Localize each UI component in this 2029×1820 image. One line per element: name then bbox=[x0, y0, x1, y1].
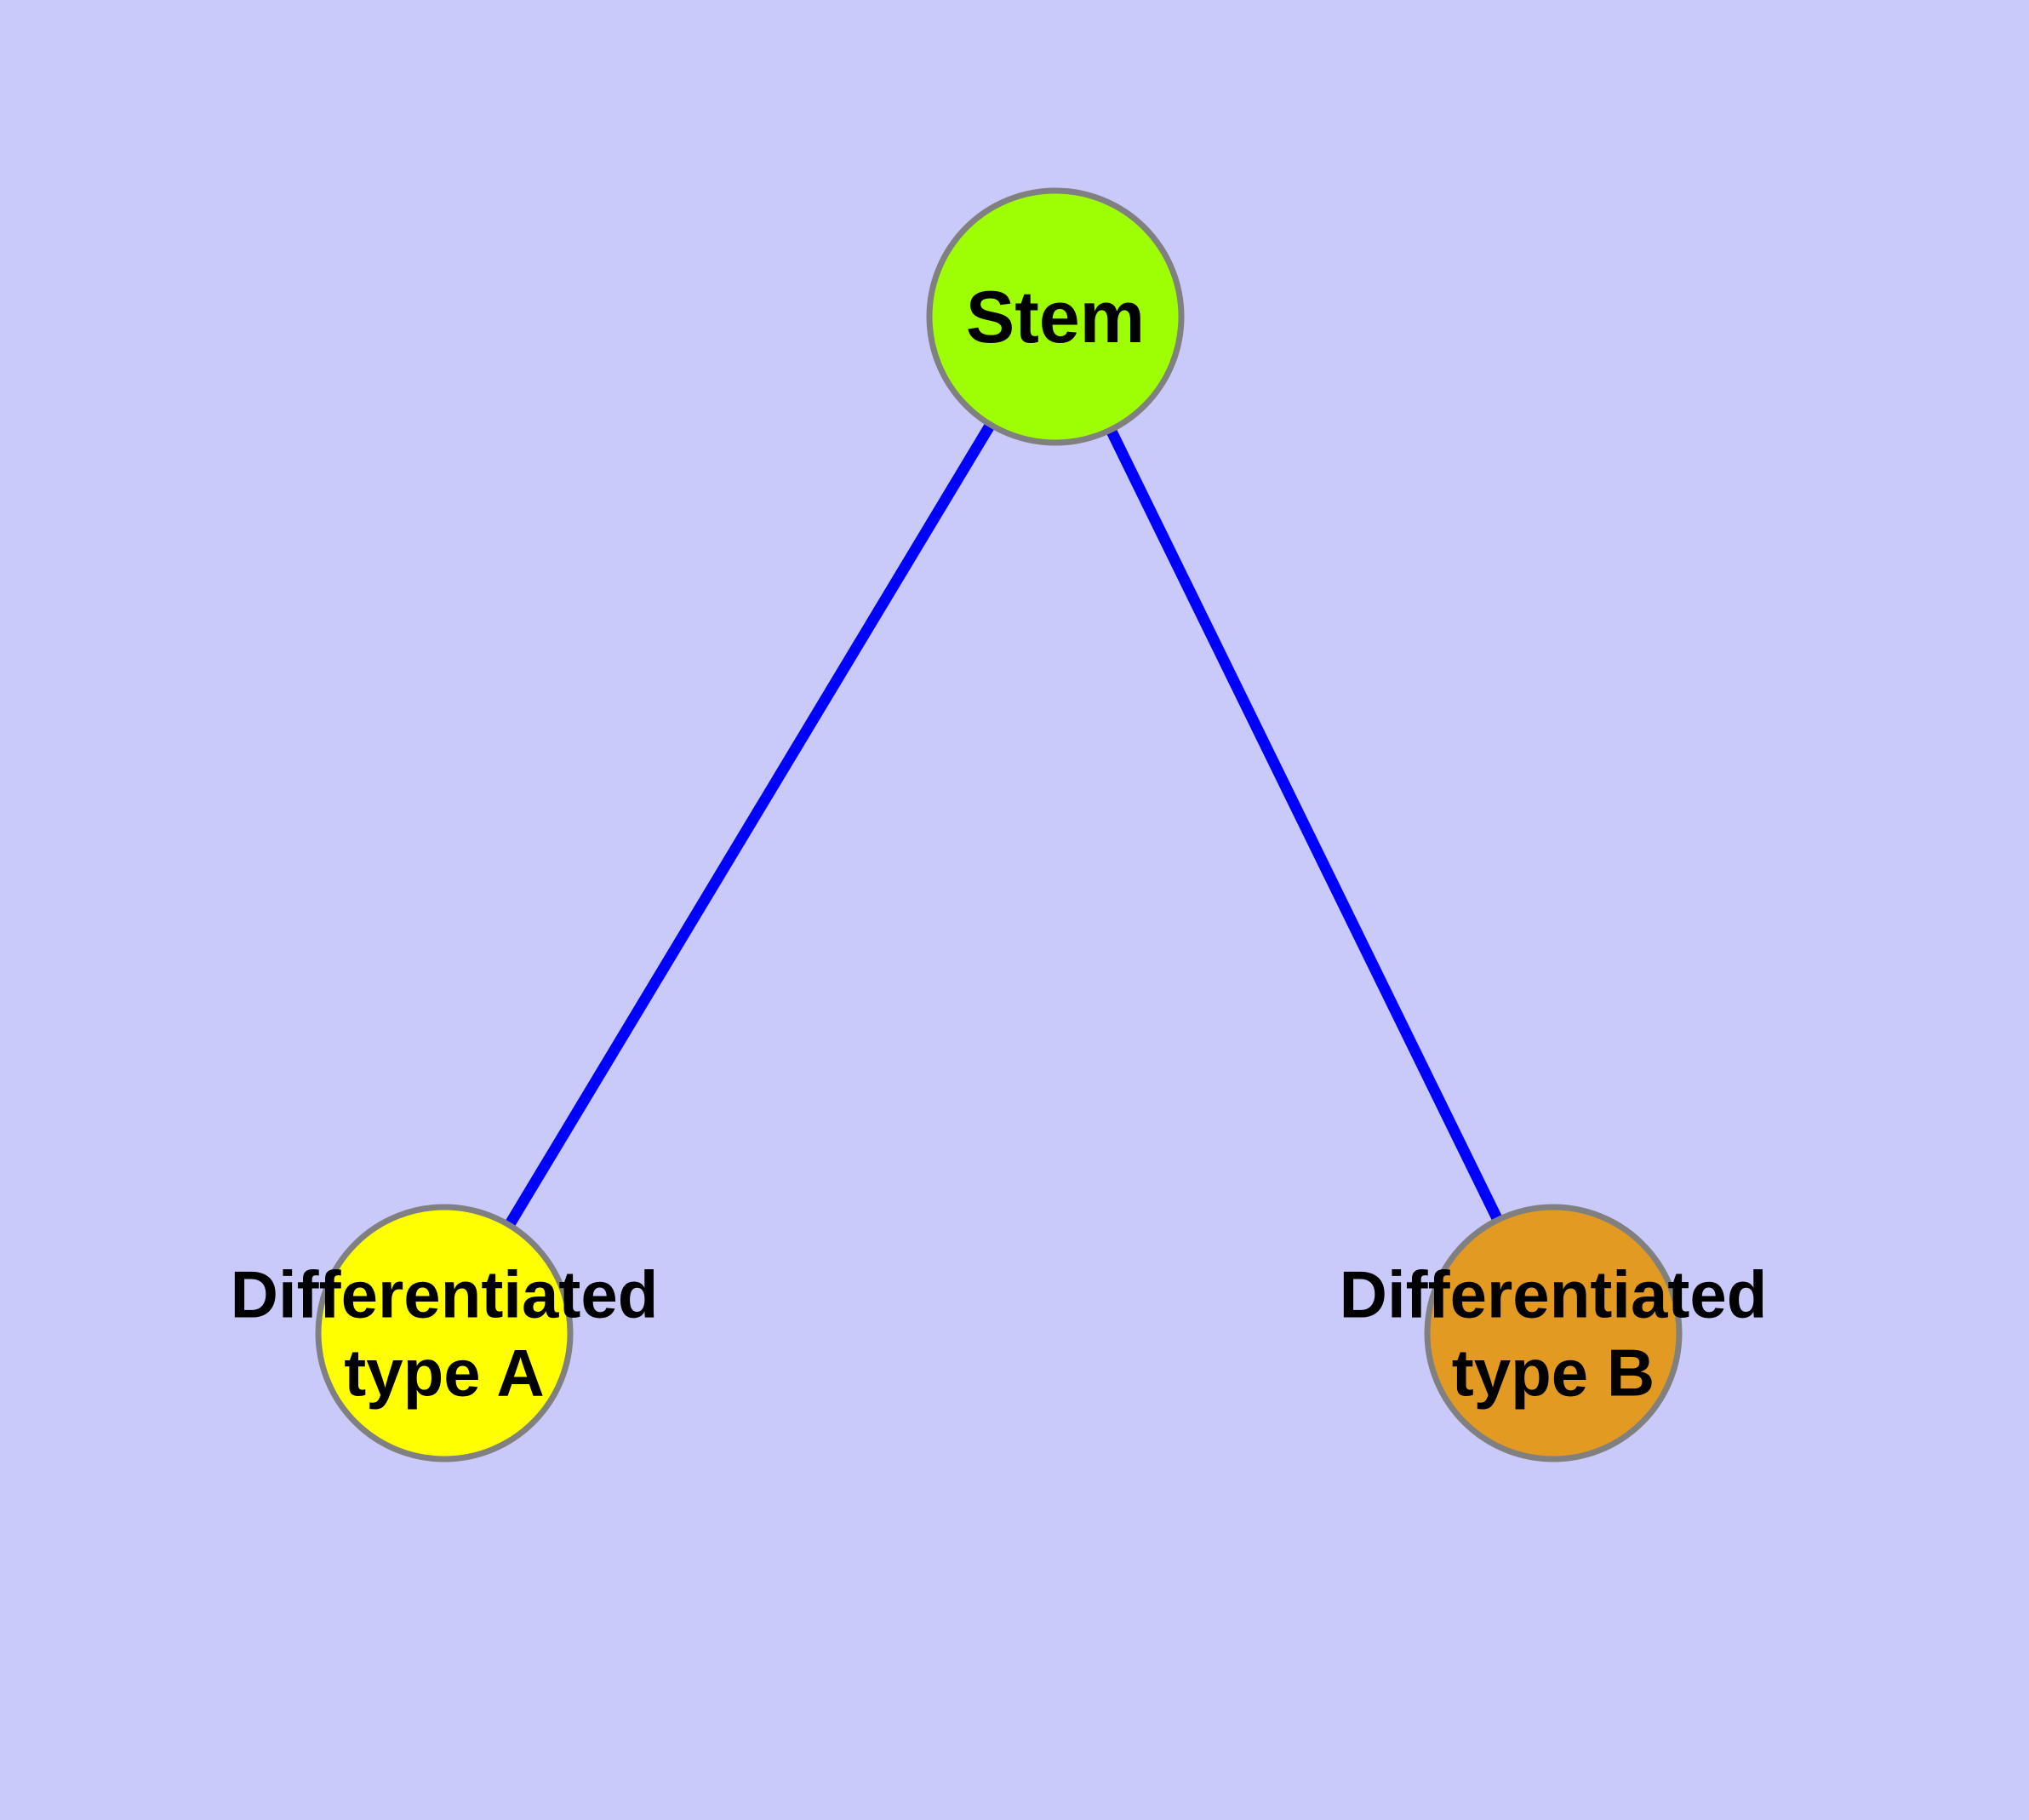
node-differentiated-type-b[interactable] bbox=[1424, 1204, 1683, 1462]
node-stem-circle[interactable] bbox=[926, 187, 1185, 446]
node-label-line: type B bbox=[1452, 1335, 1655, 1410]
node-stem[interactable] bbox=[926, 187, 1185, 446]
node-differentiated-type-a-circle[interactable] bbox=[315, 1204, 574, 1462]
edge-stem-to-differentiated-type-a[interactable] bbox=[439, 313, 1060, 1336]
node-differentiated-type-a[interactable] bbox=[315, 1204, 574, 1462]
edges-layer bbox=[439, 313, 1558, 1336]
node-label-line: Differentiated bbox=[231, 1256, 659, 1331]
node-differentiated-type-b-circle[interactable] bbox=[1424, 1204, 1683, 1462]
node-label-stem: Stem bbox=[966, 277, 1145, 358]
edge-stem-to-differentiated-type-b[interactable] bbox=[1050, 314, 1558, 1336]
node-label-line: Differentiated bbox=[1340, 1256, 1768, 1331]
node-label-line: type A bbox=[344, 1335, 545, 1410]
nodes-layer bbox=[315, 187, 1683, 1462]
node-label-line: Stem bbox=[966, 277, 1145, 358]
